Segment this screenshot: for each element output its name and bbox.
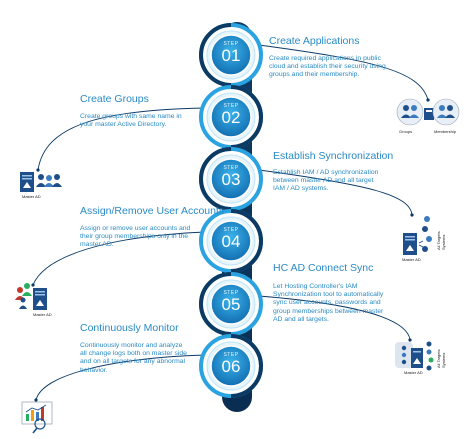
monitor-analytics-icon (21, 401, 53, 434)
step-disc (199, 209, 263, 273)
step-word: STEP (223, 352, 239, 358)
desc-line: Create required applications in public (269, 55, 381, 62)
step-04-title: Assign/Remove User Accounts (80, 205, 225, 217)
connector-step-03 (258, 169, 413, 216)
systems-label: Systems (441, 352, 446, 368)
desc-line: Assign or remove user accounts and (80, 225, 191, 232)
step-disc (199, 23, 263, 87)
step-word: STEP (223, 290, 239, 296)
desc-line: Continuously monitor and analyze (80, 342, 183, 349)
step-03-badge: STEP 03 (211, 165, 251, 189)
desc-line: behavior. (80, 366, 108, 374)
connector-step-01 (258, 44, 429, 101)
desc-line: group memberships between master (273, 307, 384, 315)
master-ad-targets-icon (403, 216, 432, 255)
step-word: STEP (223, 227, 239, 233)
master-ad-label: Master AD (402, 257, 421, 262)
desc-line: Create groups with same name in (80, 113, 182, 120)
step-number: 01 (221, 46, 241, 65)
master-ad-label: Master AD (404, 370, 423, 375)
step-word: STEP (223, 165, 239, 171)
step-06-badge: STEP 06 (211, 352, 251, 376)
desc-line: between master AD and all target (273, 177, 374, 185)
step-02-description: Create groups with same name in your mas… (80, 113, 210, 129)
step-05-badge: STEP 05 (211, 290, 251, 314)
step-03-title: Establish Synchronization (273, 150, 394, 162)
step-03-description: Establish IAM / AD synchronization betwe… (273, 169, 423, 194)
desc-line: AD and all targets. (273, 315, 329, 323)
step-number: 04 (221, 232, 241, 251)
master-ad-users-icon (20, 172, 62, 192)
step-number: 06 (221, 357, 241, 376)
step-word: STEP (223, 41, 239, 47)
connector-step-02 (37, 107, 207, 171)
step-04-description: Assign or remove user accounts and their… (80, 225, 215, 250)
step-06-title: Continuously Monitor (80, 322, 179, 334)
step-04-badge: STEP 04 (211, 227, 251, 251)
user-accounts-master-ad-icon (15, 283, 47, 310)
step-number: 02 (221, 108, 241, 127)
sync-targets-icon (395, 341, 434, 371)
master-ad-label: Master AD (33, 312, 52, 317)
desc-line: Synchronization tool to automatically (273, 291, 384, 299)
step-number: 03 (221, 170, 241, 189)
desc-line: groups and their membership. (269, 71, 360, 79)
desc-line: Establish IAM / AD synchronization (273, 169, 379, 176)
step-01-description: Create required applications in public c… (269, 55, 439, 80)
connector-lines (32, 44, 429, 401)
membership-label: Membership (434, 129, 457, 134)
step-01-badge: STEP 01 (211, 41, 251, 65)
desc-line: all change logs both on master side (80, 350, 187, 358)
desc-line: master AD. (80, 241, 114, 249)
step-02-badge: STEP 02 (211, 103, 251, 127)
desc-line: their group memberships only in the (80, 233, 189, 241)
connector-step-06 (35, 354, 207, 401)
desc-line: and on all targets for any abnormal (80, 358, 186, 366)
step-02-title: Create Groups (80, 93, 149, 105)
connector-step-04 (32, 231, 207, 286)
groups-membership-icon (396, 98, 460, 126)
step-disc (199, 147, 263, 211)
step-disc (199, 272, 263, 336)
groups-label: Groups (399, 129, 413, 134)
master-ad-label: Master AD (22, 194, 41, 199)
systems-label: Systems (441, 234, 446, 250)
desc-line: IAM / AD systems. (273, 185, 329, 193)
connector-step-05 (258, 295, 411, 341)
step-number: 05 (221, 295, 241, 314)
step-word: STEP (223, 103, 239, 109)
desc-line: cloud and establish their security using (269, 63, 386, 71)
step-05-description: Let Hosting Controller's IAM Synchroniza… (273, 283, 423, 324)
step-disc (199, 334, 263, 398)
step-01-title: Create Applications (269, 35, 360, 47)
desc-line: Let Hosting Controller's IAM (273, 283, 358, 290)
desc-line: your master Active Directory. (80, 121, 167, 129)
desc-line: sync user accounts, passwords and (273, 299, 381, 307)
step-05-title: HC AD Connect Sync (273, 262, 374, 274)
step-06-description: Continuously monitor and analyze all cha… (80, 342, 215, 375)
